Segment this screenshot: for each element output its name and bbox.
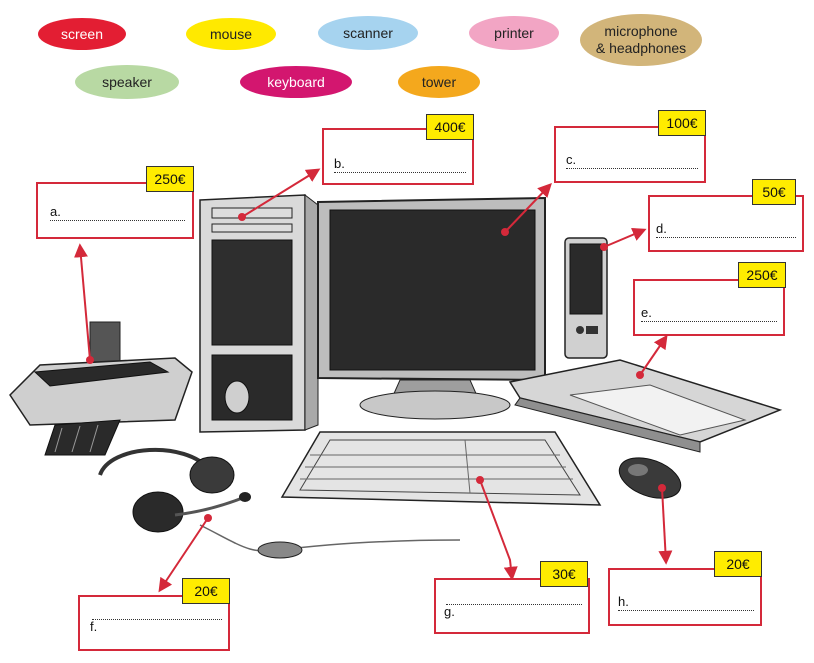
scanner-drawing xyxy=(508,359,783,453)
headphones-drawing xyxy=(98,447,461,559)
word-label: keyboard xyxy=(267,73,325,90)
answer-box-g[interactable]: g. xyxy=(434,578,590,634)
price-tag-g: 30€ xyxy=(540,561,588,587)
answer-letter: f. xyxy=(90,619,98,634)
word-label: mouse xyxy=(209,25,253,42)
answer-blank[interactable] xyxy=(446,604,582,605)
word-label: speaker xyxy=(102,73,152,90)
word-label: tower xyxy=(421,73,457,90)
answer-letter: e. xyxy=(641,305,652,320)
price-tag-b: 400€ xyxy=(426,114,474,140)
answer-blank[interactable] xyxy=(50,220,185,221)
word-keyboard[interactable]: keyboard xyxy=(240,66,352,98)
answer-letter: g. xyxy=(444,604,455,619)
price-tag-f: 20€ xyxy=(182,578,230,604)
answer-box-e[interactable]: e. xyxy=(633,279,785,336)
speaker-drawing xyxy=(564,237,608,359)
word-label: screen xyxy=(60,25,104,42)
word-label: microphone & headphones xyxy=(595,23,687,56)
answer-letter: d. xyxy=(656,221,667,236)
printer-drawing xyxy=(9,321,193,456)
answer-box-f[interactable]: f. xyxy=(78,595,230,651)
word-mouse[interactable]: mouse xyxy=(186,18,276,50)
word-screen[interactable]: screen xyxy=(38,18,126,50)
price-tag-a: 250€ xyxy=(146,166,194,192)
answer-blank[interactable] xyxy=(334,172,466,173)
word-speaker[interactable]: speaker xyxy=(75,65,179,99)
word-printer[interactable]: printer xyxy=(469,16,559,50)
word-scanner[interactable]: scanner xyxy=(318,16,418,50)
keyboard-drawing xyxy=(280,431,602,506)
answer-letter: b. xyxy=(334,156,345,171)
word-tower[interactable]: tower xyxy=(398,66,480,98)
answer-box-h[interactable]: h. xyxy=(608,568,762,626)
mouse-drawing xyxy=(618,457,682,499)
word-microphone-headphones[interactable]: microphone & headphones xyxy=(580,14,702,66)
pointer-lines xyxy=(74,168,673,593)
word-label: printer xyxy=(494,24,534,41)
answer-blank[interactable] xyxy=(618,610,754,611)
word-label: scanner xyxy=(343,24,393,41)
answer-blank[interactable] xyxy=(641,321,777,322)
answer-blank[interactable] xyxy=(92,619,222,620)
price-tag-e: 250€ xyxy=(738,262,786,288)
answer-letter: a. xyxy=(50,204,61,219)
pointer-dots xyxy=(86,213,666,522)
monitor-drawing xyxy=(317,196,546,420)
price-tag-d: 50€ xyxy=(752,179,796,205)
answer-letter: h. xyxy=(618,594,629,609)
price-tag-h: 20€ xyxy=(714,551,762,577)
answer-blank[interactable] xyxy=(566,168,698,169)
tower-drawing xyxy=(199,193,319,433)
price-tag-c: 100€ xyxy=(658,110,706,136)
answer-blank[interactable] xyxy=(656,237,796,238)
answer-letter: c. xyxy=(566,152,577,167)
